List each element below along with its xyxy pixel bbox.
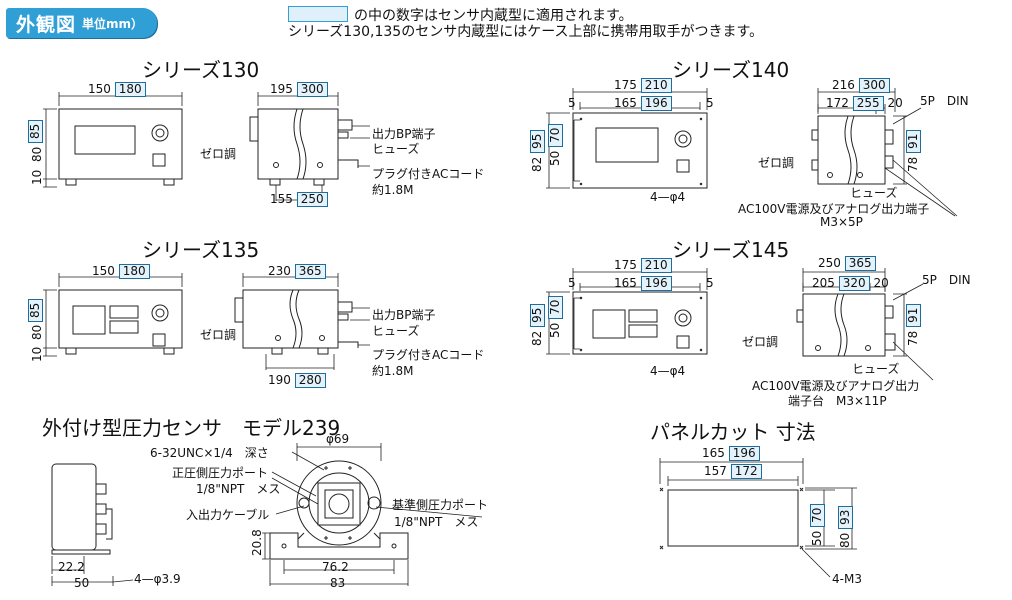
s140-m3-label: M3×5P (820, 215, 863, 229)
s135-zero-label: ゼロ調 (200, 328, 237, 342)
s130-height-10: 10 (30, 169, 44, 185)
s130-height-85: 85 (28, 119, 43, 143)
m239-height-208: 20.8 (250, 529, 264, 556)
s140-width-175: 175 210 (614, 78, 672, 93)
panel-title: パネルカット 寸法 (650, 420, 816, 444)
s130-length-label: 約1.8M (372, 183, 414, 197)
s145-width-165: 165 196 (614, 276, 672, 291)
m239-hole-label: 4—φ3.9 (134, 572, 181, 586)
m239-width-762: 76.2 (322, 560, 349, 574)
s135-height-85: 85 (28, 298, 43, 322)
s145-ac-label: AC100V電源及びアナログ出力 (752, 379, 920, 393)
s130-switch (152, 153, 166, 167)
m239-unc-label: 6-32UNC×1/4 深さ (150, 446, 269, 460)
s135-cord-label: プラグ付きACコード (372, 348, 485, 362)
s130-height-80: 80 (30, 146, 44, 162)
s135-base: 190 280 (268, 373, 326, 388)
s130-display (74, 125, 136, 155)
s130-bp-label: 出力BP端子 (372, 127, 436, 141)
s140-height-82: 82 95 (530, 129, 545, 172)
m239-port-ref-label: 基準側圧力ポート (392, 498, 489, 512)
s130-front-body (58, 108, 183, 180)
s130-knob (151, 124, 169, 142)
s140-depth-172: 172 255 20 (826, 96, 903, 111)
title-badge: 外観図 単位mm） (6, 8, 158, 38)
s130-fuse-label: ヒューズ (372, 142, 420, 156)
s135-title: シリーズ135 (142, 238, 260, 262)
s130-base: 155 250 (270, 192, 328, 207)
s145-height-82: 82 95 (530, 303, 545, 346)
note-line-1: の中の数字はセンサ内蔵型に適用されます。 (288, 6, 633, 25)
s145-fuse-label: ヒューズ (852, 362, 900, 376)
panel-m3-label: 4-M3 (832, 572, 862, 586)
s140-five-left: 5 (568, 96, 576, 110)
s130-zero-label: ゼロ調 (200, 147, 237, 161)
s130-side-body (257, 108, 339, 180)
s135-length-label: 約1.8M (372, 364, 414, 378)
s145-width-175: 175 210 (614, 258, 672, 273)
unit-text: 単位mm） (82, 16, 144, 31)
m239-port-pos-label: 正圧側圧力ポート (172, 466, 269, 480)
m239-width-222: 22.2 (58, 560, 85, 574)
s135-height-80: 80 (30, 324, 44, 340)
panel-width-157: 157 172 (704, 464, 762, 479)
s135-front-body (58, 289, 183, 349)
s140-height-78: 78 91 (906, 129, 921, 172)
legend-swatch (288, 6, 348, 22)
s130-cord-label: プラグ付きACコード (372, 167, 485, 181)
m239-title: 外付け型圧力センサ モデル239 (42, 416, 341, 440)
s145-depth-250: 250 365 (818, 256, 876, 271)
s145-height-78: 78 91 (906, 303, 921, 346)
s145-title: シリーズ145 (672, 238, 790, 262)
s135-height-10: 10 (30, 346, 44, 362)
s140-fuse-label: ヒューズ (850, 186, 898, 200)
s145-five-left: 5 (568, 276, 576, 290)
s130-depth: 195 300 (270, 82, 328, 97)
s140-depth-216: 216 300 (832, 78, 890, 93)
s130-width: 150 180 (88, 82, 146, 97)
panel-height-50: 50 70 (810, 503, 825, 546)
m239-npt1-label: 1/8"NPT メス (196, 482, 281, 496)
s145-zero-label: ゼロ調 (742, 335, 779, 349)
s135-width: 150 180 (92, 264, 150, 279)
s135-fuse-label: ヒューズ (372, 324, 420, 338)
s140-ac-label: AC100V電源及びアナログ出力端子 (738, 202, 930, 216)
s145-hole-label: 4—φ4 (650, 364, 686, 378)
s145-m3-label: 端子台 M3×11P (788, 394, 887, 408)
s145-depth-205: 205 320 20 (812, 276, 889, 291)
s145-pin-label: 5P DIN (922, 273, 971, 287)
panel-width-165: 165 196 (702, 446, 760, 461)
m239-width-50: 50 (74, 576, 90, 590)
s145-height-50: 50 70 (548, 295, 563, 338)
s145-five-right: 5 (706, 276, 714, 290)
m239-npt2-label: 1/8"NPT メス (394, 515, 479, 529)
s135-bp-label: 出力BP端子 (372, 308, 436, 322)
note-line-2: シリーズ130,135のセンサ内蔵型にはケース上部に携帯用取手がつきます。 (288, 24, 764, 40)
s140-zero-label: ゼロ調 (758, 156, 795, 170)
s135-depth: 230 365 (268, 264, 326, 279)
s140-hole-label: 4—φ4 (650, 190, 686, 204)
m239-width-83: 83 (330, 576, 346, 590)
s140-pin-label: 5P DIN (920, 94, 969, 108)
m239-cable-label: 入出力ケーブル (186, 508, 270, 522)
s140-height-50: 50 70 (548, 123, 563, 166)
panel-height-80: 80 93 (838, 505, 853, 548)
s130-title: シリーズ130 (142, 58, 260, 82)
s140-title: シリーズ140 (672, 58, 790, 82)
s140-five-right: 5 (706, 96, 714, 110)
m239-phi69: φ69 (326, 432, 350, 446)
s140-width-165: 165 196 (614, 96, 672, 111)
title-text: 外観図 (16, 13, 77, 36)
